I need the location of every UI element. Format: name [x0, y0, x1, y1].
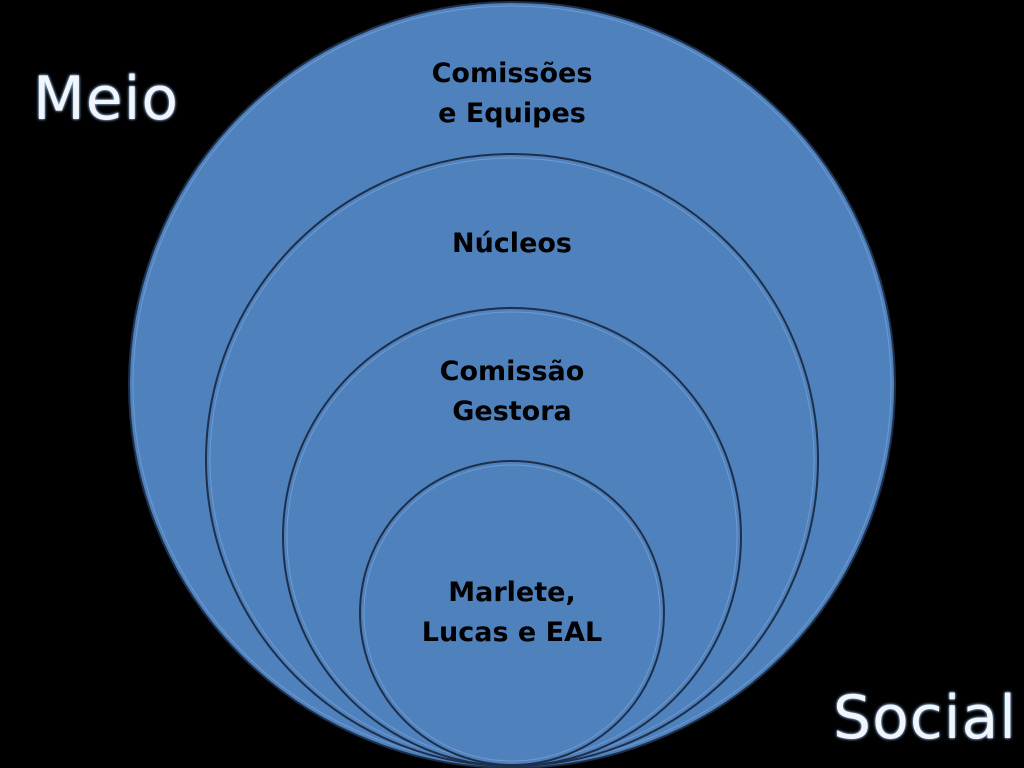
ring-second-label: Núcleos [451, 228, 572, 259]
ring-inner [359, 460, 665, 766]
ring-third-label: Comissão Gestora [439, 356, 585, 427]
corner-word-social: Social [833, 683, 1017, 753]
ring-outer-label: Comissões e Equipes [431, 58, 593, 129]
ring-inner-label: Marlete, Lucas e EAL [421, 577, 603, 648]
corner-word-meio: Meio [33, 64, 180, 134]
